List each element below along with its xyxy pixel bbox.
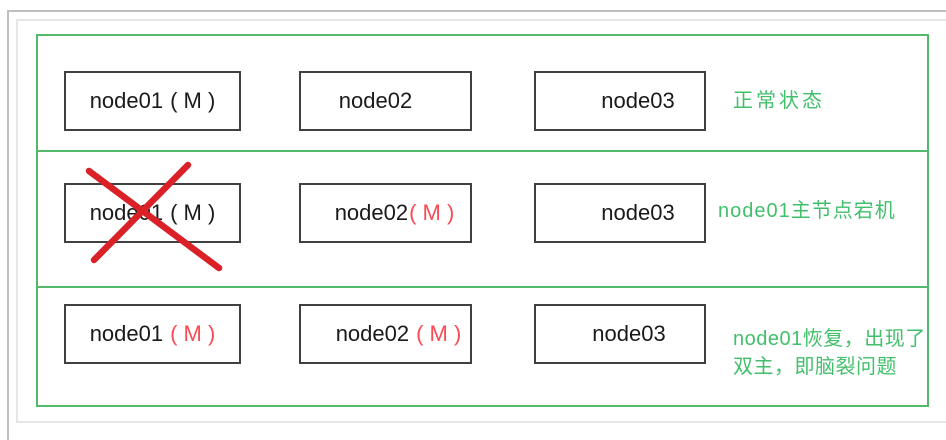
- red-cross-icon: [85, 161, 223, 272]
- node-box-row3-node02: node02( M ): [299, 304, 472, 364]
- row3-status-caption: node01恢复，出现了 双主，即脑裂问题: [733, 325, 926, 381]
- caption-line: 双主，即脑裂问题: [733, 356, 897, 378]
- node-label: node01: [89, 321, 164, 346]
- node-box-row1-node03: node03: [534, 71, 706, 131]
- node-box-row3-node01: node01( M ): [64, 304, 241, 364]
- node-label: node02: [338, 88, 413, 113]
- node-box-row2-node03: node03: [534, 183, 706, 243]
- master-tag: ( M ): [416, 321, 462, 346]
- master-tag: ( M ): [170, 200, 216, 225]
- row-divider-1: [38, 150, 927, 152]
- node-box-row3-node03: node03: [534, 304, 706, 364]
- node-label: node02: [335, 321, 410, 346]
- inner-content-frame: [16, 19, 946, 423]
- node-box-row2-node02: node02( M ): [299, 183, 472, 243]
- caption-line: node01主节点宕机: [718, 200, 896, 222]
- node-label: node03: [592, 321, 666, 346]
- node-label: node03: [601, 88, 675, 113]
- row1-status-caption: 正常状态: [733, 87, 825, 115]
- outer-window-frame: [7, 10, 946, 440]
- node-box-row1-node02: node02: [299, 71, 472, 131]
- caption-line: node01恢复，出现了: [733, 328, 926, 350]
- screenshot-stage: node01( M ) node02 node03 正常状态 node01( M…: [7, 10, 946, 440]
- master-tag: ( M ): [170, 321, 216, 346]
- master-tag: ( M ): [170, 88, 216, 113]
- split-brain-diagram: node01( M ) node02 node03 正常状态 node01( M…: [36, 34, 929, 407]
- node-label: node02: [334, 200, 409, 225]
- node-label: node03: [601, 200, 675, 225]
- row2-status-caption: node01主节点宕机: [718, 197, 896, 225]
- node-label: node01: [89, 88, 164, 113]
- caption-line: 正常状态: [733, 90, 825, 112]
- node-box-row1-node01: node01( M ): [64, 71, 241, 131]
- row-divider-2: [38, 286, 927, 288]
- master-tag: ( M ): [409, 200, 455, 225]
